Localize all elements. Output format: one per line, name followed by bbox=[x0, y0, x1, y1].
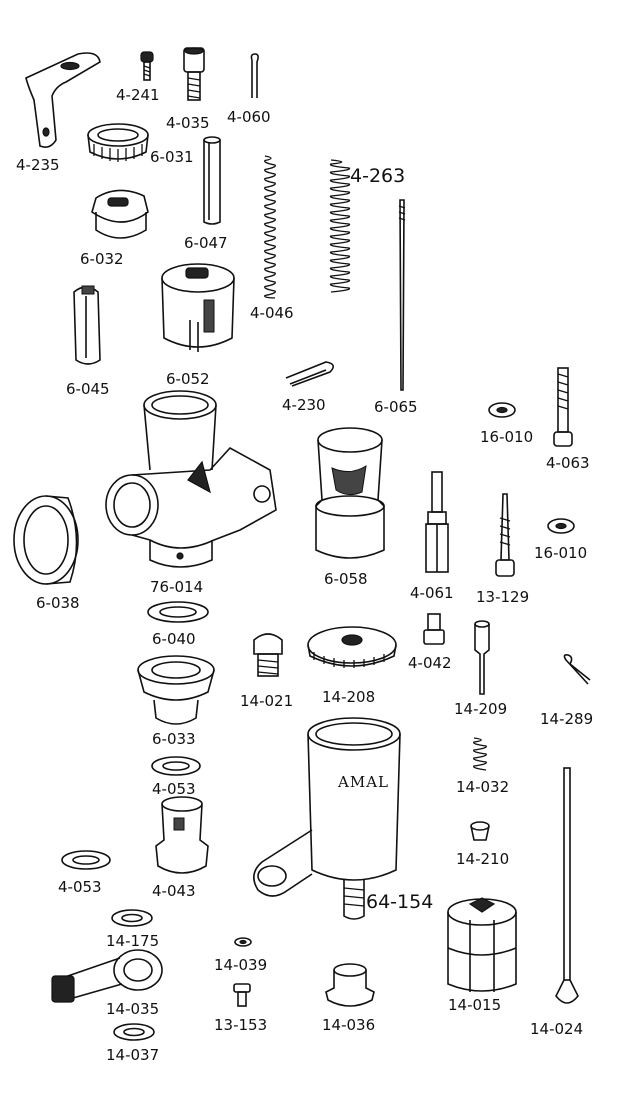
part-4-235-bracket bbox=[25, 52, 101, 148]
part-4-053-washer-lower bbox=[61, 850, 111, 870]
part-13-129-screw bbox=[495, 493, 515, 577]
label-4-042: 4-042 bbox=[408, 654, 452, 672]
label-14-024: 14-024 bbox=[530, 1020, 583, 1038]
label-14-209: 14-209 bbox=[454, 700, 507, 718]
part-4-060-split-pin bbox=[250, 53, 259, 98]
label-13-129: 13-129 bbox=[476, 588, 529, 606]
part-14-036-nut bbox=[325, 963, 375, 1007]
part-14-015-float bbox=[447, 897, 517, 992]
part-4-053-washer-upper bbox=[151, 756, 201, 776]
part-4-241-screw bbox=[140, 51, 154, 81]
label-76-014: 76-014 bbox=[150, 578, 203, 596]
part-6-065-needle bbox=[398, 199, 406, 391]
part-6-038-bell-mouth bbox=[13, 495, 79, 585]
part-14-032-spring bbox=[473, 737, 487, 771]
part-16-010-washer-top bbox=[488, 402, 516, 418]
part-14-175-washer bbox=[111, 909, 153, 927]
label-4-063: 4-063 bbox=[546, 454, 590, 472]
part-14-208-float-cover bbox=[307, 626, 397, 668]
label-4-061: 4-061 bbox=[410, 584, 454, 602]
label-4-043: 4-043 bbox=[152, 882, 196, 900]
label-64-154: 64-154 bbox=[366, 891, 433, 913]
label-14-015: 14-015 bbox=[448, 996, 501, 1014]
label-4-060: 4-060 bbox=[227, 108, 271, 126]
label-4-035: 4-035 bbox=[166, 114, 210, 132]
label-6-058: 6-058 bbox=[324, 570, 368, 588]
label-6-038: 6-038 bbox=[36, 594, 80, 612]
part-4-046-spring bbox=[264, 155, 276, 299]
part-4-061-jet-holder bbox=[425, 471, 449, 573]
part-76-014-carburettor-body bbox=[105, 390, 277, 568]
part-14-039-washer bbox=[234, 937, 252, 947]
part-14-209-float-needle bbox=[474, 620, 490, 695]
part-4-042-plug bbox=[423, 613, 445, 645]
part-4-230-clip bbox=[285, 361, 334, 387]
brand-label: AMAL bbox=[337, 773, 389, 791]
part-6-040-washer bbox=[147, 601, 209, 623]
part-6-045-slide bbox=[73, 285, 101, 365]
label-6-033: 6-033 bbox=[152, 730, 196, 748]
part-4-063-screw bbox=[553, 367, 573, 447]
label-6-052: 6-052 bbox=[166, 370, 210, 388]
label-6-040: 6-040 bbox=[152, 630, 196, 648]
label-4-046: 4-046 bbox=[250, 304, 294, 322]
label-14-039: 14-039 bbox=[214, 956, 267, 974]
label-14-208: 14-208 bbox=[322, 688, 375, 706]
part-16-010-washer-bottom bbox=[547, 518, 575, 534]
label-4-230: 4-230 bbox=[282, 396, 326, 414]
label-14-037: 14-037 bbox=[106, 1046, 159, 1064]
label-13-153: 13-153 bbox=[214, 1016, 267, 1034]
label-14-035: 14-035 bbox=[106, 1000, 159, 1018]
label-16-010-bottom: 16-010 bbox=[534, 544, 587, 562]
part-4-043-jet-block bbox=[155, 796, 209, 874]
part-6-047-tube bbox=[203, 136, 221, 225]
label-4-241: 4-241 bbox=[116, 86, 160, 104]
label-6-031: 6-031 bbox=[150, 148, 194, 166]
part-14-021-bolt bbox=[253, 633, 283, 677]
part-6-052-throttle-slide bbox=[161, 263, 235, 352]
part-6-031-ring-nut bbox=[87, 123, 149, 162]
label-6-045: 6-045 bbox=[66, 380, 110, 398]
part-64-154-float-chamber bbox=[253, 717, 401, 920]
label-4-263: 4-263 bbox=[350, 165, 405, 187]
label-14-210: 14-210 bbox=[456, 850, 509, 868]
label-4-235: 4-235 bbox=[16, 156, 60, 174]
label-14-289: 14-289 bbox=[540, 710, 593, 728]
part-13-153-screw bbox=[233, 983, 251, 1007]
label-4-053-lower: 4-053 bbox=[58, 878, 102, 896]
label-6-065: 6-065 bbox=[374, 398, 418, 416]
label-6-032: 6-032 bbox=[80, 250, 124, 268]
part-14-289-split-pin bbox=[563, 654, 591, 685]
part-6-032-guide bbox=[91, 189, 149, 239]
part-6-033-union-nut bbox=[137, 655, 215, 725]
label-14-175: 14-175 bbox=[106, 932, 159, 950]
label-4-053-upper: 4-053 bbox=[152, 780, 196, 798]
part-4-263-spring bbox=[329, 159, 351, 293]
part-14-035-banjo bbox=[51, 949, 163, 1003]
part-14-210-plug bbox=[470, 821, 490, 841]
part-6-058-mixing-chamber bbox=[315, 427, 385, 559]
part-4-035-hex-screw bbox=[183, 47, 205, 101]
label-6-047: 6-047 bbox=[184, 234, 228, 252]
label-14-036: 14-036 bbox=[322, 1016, 375, 1034]
label-14-032: 14-032 bbox=[456, 778, 509, 796]
label-14-021: 14-021 bbox=[240, 692, 293, 710]
part-14-037-washer bbox=[113, 1023, 155, 1041]
label-16-010-top: 16-010 bbox=[480, 428, 533, 446]
part-14-024-tickler-rod bbox=[555, 767, 579, 1004]
